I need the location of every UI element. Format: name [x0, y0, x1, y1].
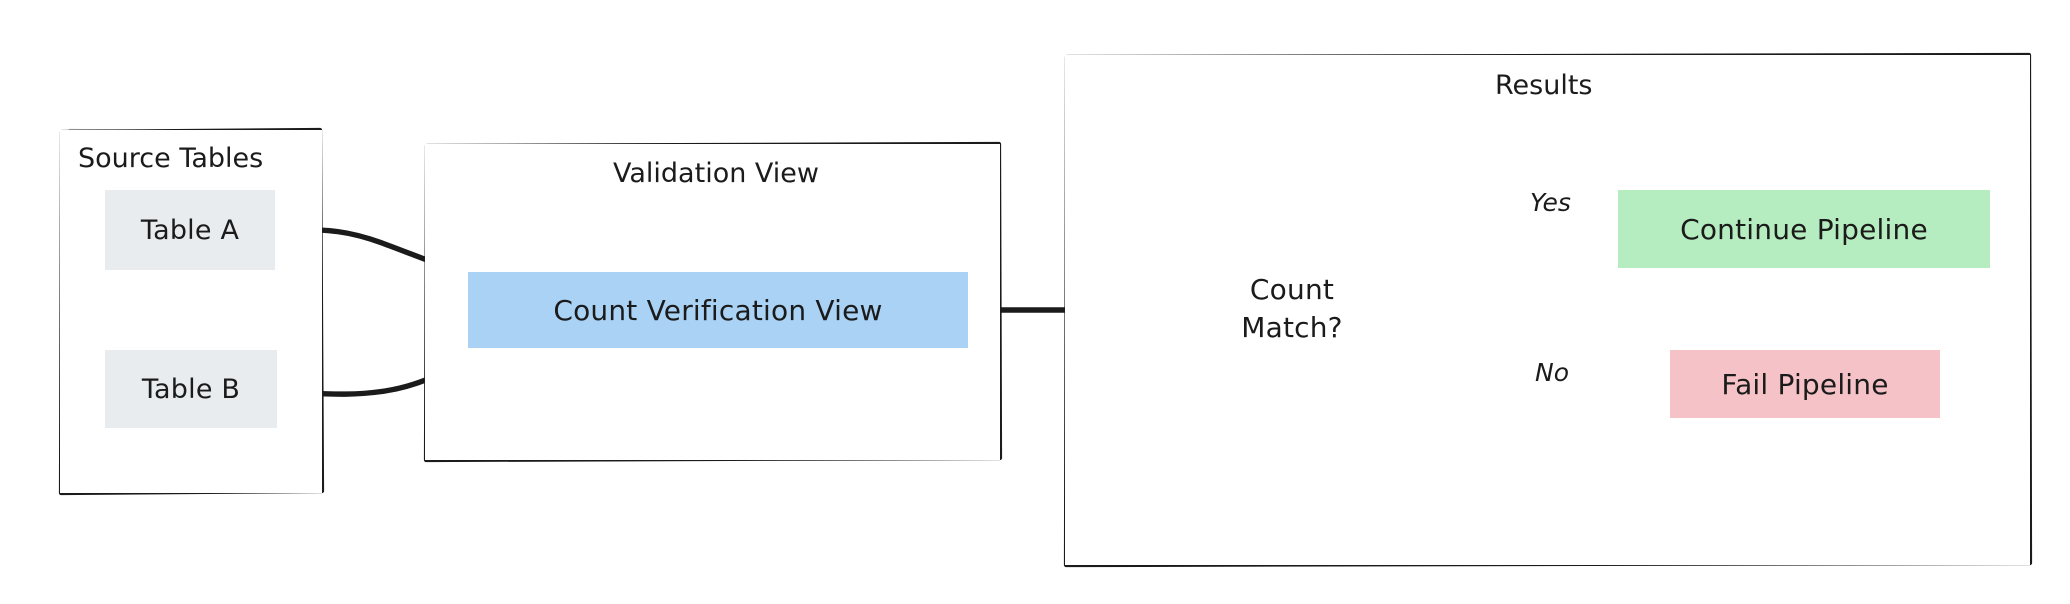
edge-label-yes: Yes — [1530, 188, 1571, 217]
node-continue-pipeline[interactable]: Continue Pipeline — [1618, 190, 1990, 268]
node-table-b[interactable]: Table B — [105, 350, 277, 428]
node-count-verification-view-label: Count Verification View — [553, 293, 883, 327]
edge-label-no: No — [1535, 358, 1569, 387]
group-label-source-tables: Source Tables — [78, 143, 264, 174]
node-table-a[interactable]: Table A — [105, 190, 275, 270]
node-table-b-label: Table B — [141, 373, 241, 405]
node-count-match-label-line-1: Count — [1249, 273, 1335, 307]
node-count-match-label-line-2: Match? — [1241, 311, 1343, 344]
node-continue-pipeline-label: Continue Pipeline — [1680, 212, 1928, 246]
node-fail-pipeline-label: Fail Pipeline — [1721, 367, 1889, 401]
group-label-results: Results — [1495, 70, 1593, 101]
node-fail-pipeline[interactable]: Fail Pipeline — [1670, 350, 1940, 418]
group-source-tables — [60, 130, 322, 493]
node-table-a-label: Table A — [140, 214, 240, 246]
group-label-validation-view: Validation View — [613, 158, 819, 189]
group-results — [1065, 55, 2030, 565]
node-count-verification-view[interactable]: Count Verification View — [468, 272, 968, 348]
node-count-match[interactable]: Count Match? — [1111, 128, 1473, 490]
